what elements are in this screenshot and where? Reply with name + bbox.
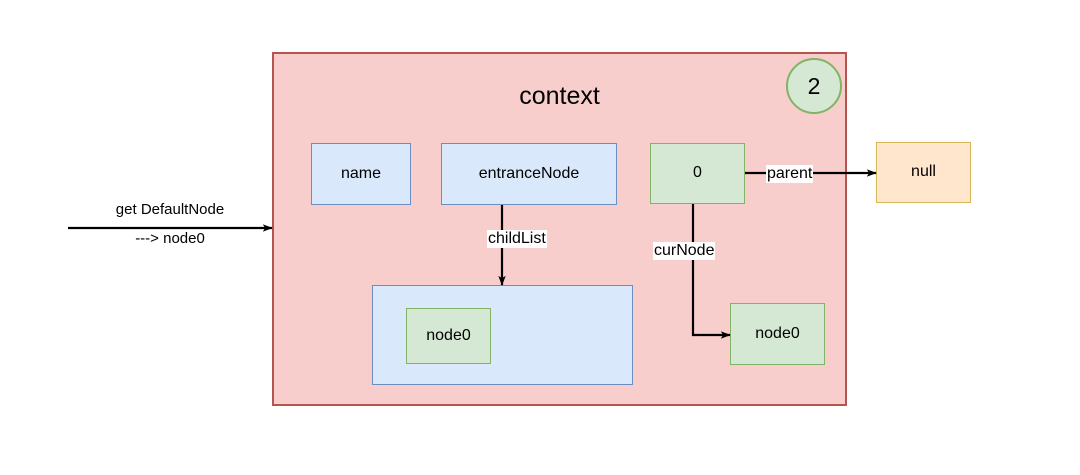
curnode-edge-line [691, 204, 731, 339]
edge-label-parent: parent [766, 165, 814, 183]
entry-arrow-label-bottom: ---> node0 [135, 230, 205, 247]
child-list-box: node0 [372, 285, 633, 385]
edge-label-childlist: childList [487, 230, 547, 248]
field-box-index: 0 [650, 143, 745, 204]
edge-label-curnode: curNode [653, 242, 716, 260]
context-title: context [519, 82, 600, 110]
entry-arrow-label-top: get DefaultNode [115, 201, 225, 218]
cur-node-box: node0 [730, 303, 825, 365]
step-badge: 2 [786, 58, 842, 114]
field-box-entrance-node: entranceNode [441, 143, 617, 205]
field-box-name: name [311, 143, 411, 205]
child-list-item-node0: node0 [406, 308, 491, 364]
